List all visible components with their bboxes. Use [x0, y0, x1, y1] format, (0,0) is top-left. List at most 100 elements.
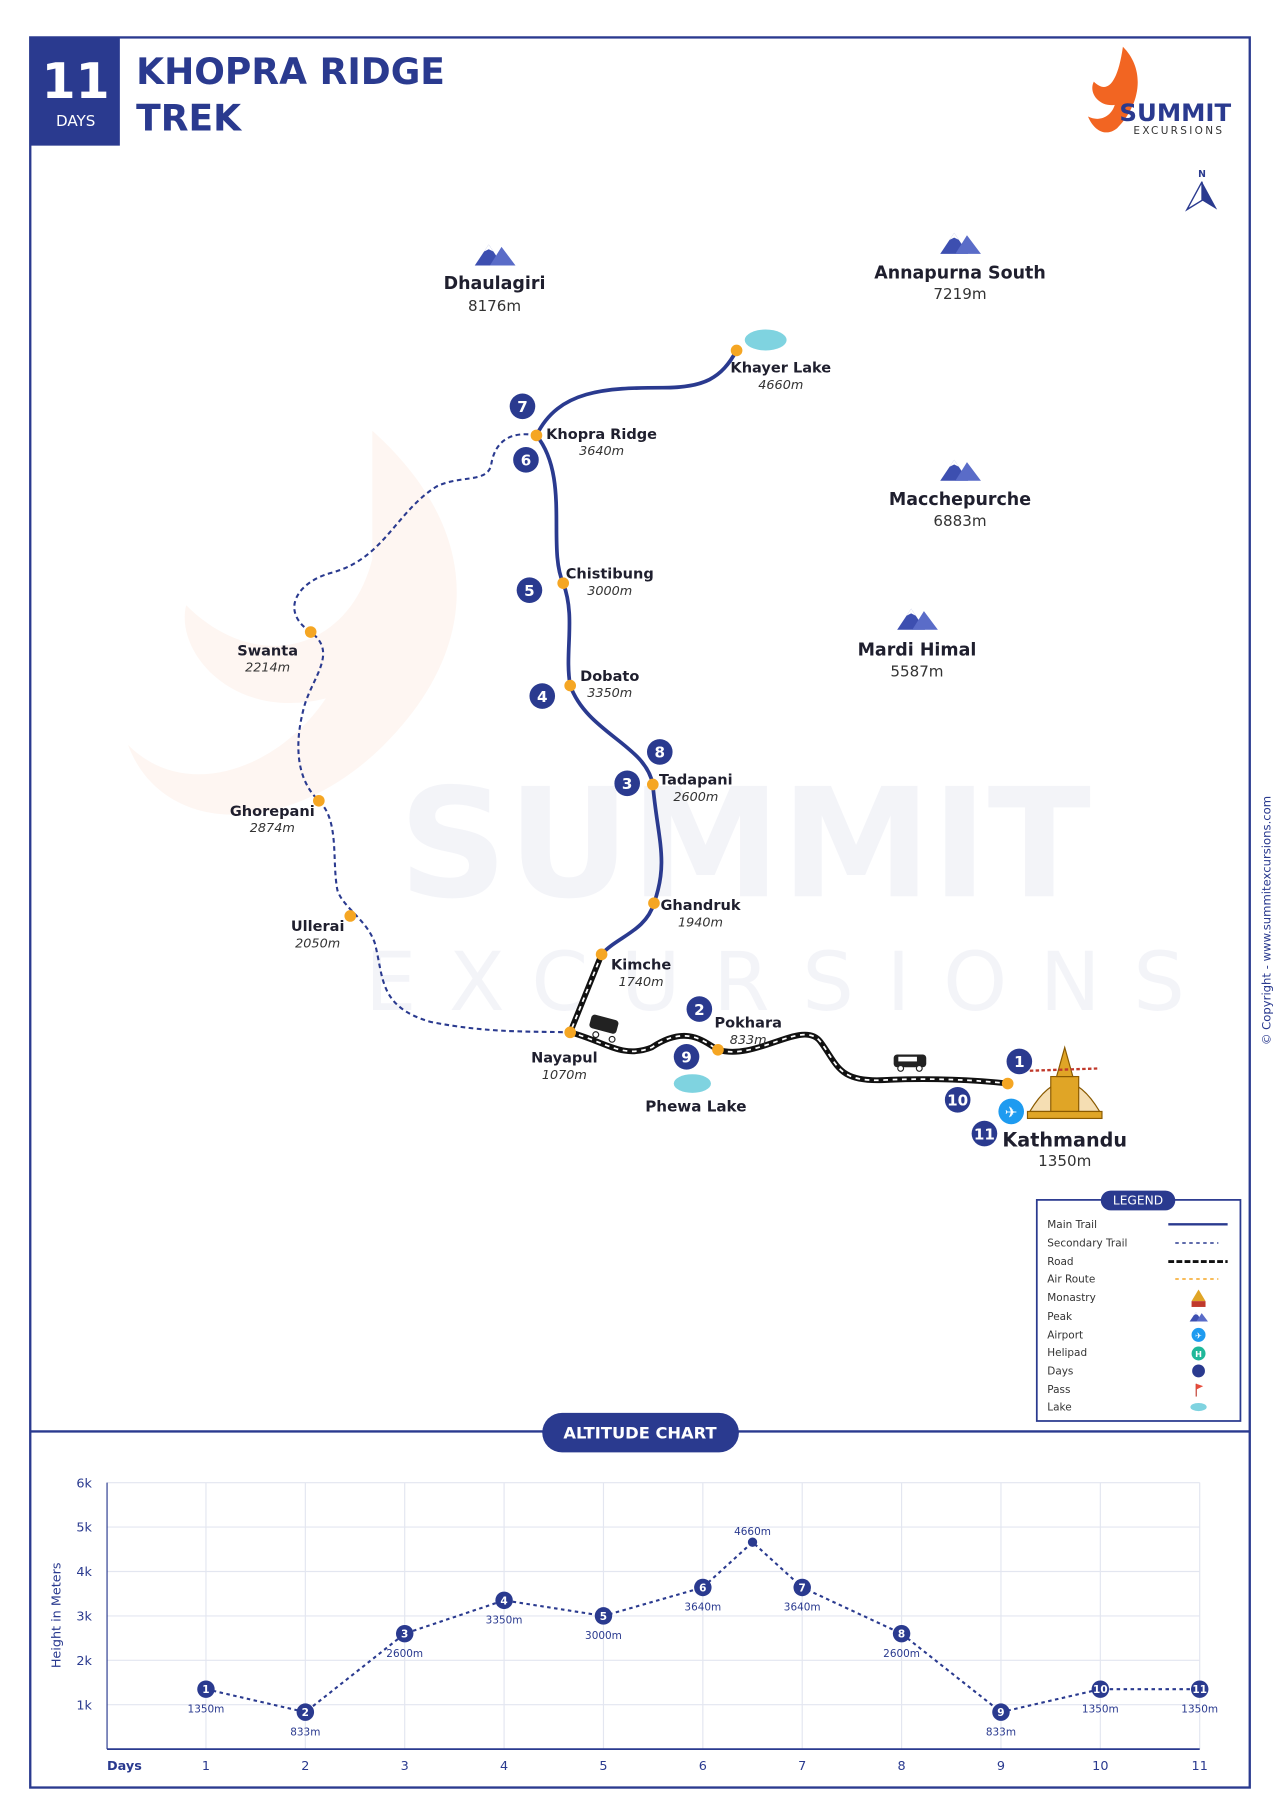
legend: LEGEND Main Trail Secondary Trail Road A…: [1035, 1190, 1242, 1422]
day-dot-icon: [1192, 1364, 1205, 1378]
stop-dot[interactable]: [595, 948, 608, 961]
place-elevation: 1740m: [619, 975, 664, 990]
x-axis-label: Days: [107, 1759, 142, 1774]
data-label: 833m: [290, 1726, 320, 1738]
legend-label: Air Route: [1047, 1274, 1095, 1286]
legend-label: Secondary Trail: [1047, 1237, 1127, 1249]
watermark-subtitle: EXCURSIONS: [365, 935, 1218, 1030]
svg-text:10: 10: [947, 1092, 968, 1110]
day-marker-2[interactable]: 2: [686, 996, 713, 1022]
y-tick-label: 6k: [76, 1476, 92, 1491]
logo-subtitle: EXCURSIONS: [1133, 125, 1224, 137]
stop-dot[interactable]: [712, 1043, 724, 1056]
secondary-trail: [293, 433, 571, 1034]
main-trail: [534, 349, 739, 956]
day-marker-3[interactable]: 3: [614, 770, 640, 797]
lake-icon: [744, 329, 787, 351]
road: [566, 953, 1009, 1087]
copyright-text: © Copyright - www.summitexcursions.com: [1260, 796, 1274, 1045]
legend-label: Main Trail: [1047, 1219, 1097, 1231]
day-marker-1[interactable]: 1: [1006, 1048, 1033, 1075]
stop-dot[interactable]: [313, 794, 325, 807]
data-point-marker: 10: [1093, 1684, 1108, 1696]
airport-icon: ✈: [1191, 1327, 1206, 1342]
stop-dot[interactable]: [530, 429, 543, 442]
van-icon: [893, 1054, 927, 1072]
peak-name: Annapurna South: [874, 263, 1046, 283]
svg-text:1: 1: [1014, 1053, 1025, 1071]
y-tick-label: 1k: [76, 1698, 92, 1713]
place-name: Dobato: [580, 669, 639, 685]
place-name: Khopra Ridge: [546, 427, 657, 443]
stop-dot[interactable]: [564, 1026, 576, 1039]
peak-annapurna-south: Annapurna South 7219m: [874, 232, 1046, 303]
y-tick-label: 2k: [76, 1654, 92, 1669]
place-elevation: 2214m: [245, 661, 290, 676]
place-name: Pokhara: [715, 1016, 782, 1032]
svg-text:✈: ✈: [1195, 1330, 1202, 1340]
svg-text:11: 11: [974, 1125, 995, 1143]
place-name: Kathmandu: [1002, 1128, 1127, 1151]
peak-macchepurche: Macchepurche 6883m: [889, 459, 1031, 530]
logo-name: SUMMIT: [1119, 98, 1231, 127]
day-marker-6[interactable]: 6: [513, 447, 539, 473]
stop-dot[interactable]: [304, 626, 317, 638]
stop-dot[interactable]: [564, 679, 576, 692]
van-icon: [589, 1014, 619, 1043]
svg-text:7: 7: [517, 398, 528, 416]
stop-dot[interactable]: [646, 778, 659, 791]
day-marker-5[interactable]: 5: [516, 577, 543, 603]
helipad-icon: H: [1191, 1346, 1206, 1361]
stop-dot[interactable]: [557, 577, 570, 589]
svg-text:8: 8: [655, 744, 666, 762]
day-marker-9[interactable]: 9: [673, 1043, 700, 1070]
place-name: Ghandruk: [661, 898, 741, 914]
stop-dot[interactable]: [730, 344, 743, 357]
watermark: SUMMIT EXCURSIONS: [365, 756, 1218, 1030]
days-label: DAYS: [56, 112, 95, 130]
place-elevation: 2874m: [250, 821, 295, 836]
place-elevation: 1350m: [1038, 1152, 1091, 1170]
data-point-marker: 7: [799, 1583, 806, 1595]
peak-name: Mardi Himal: [858, 640, 977, 660]
stop-dots: [304, 344, 1014, 1090]
stop-dot[interactable]: [344, 910, 357, 922]
data-point-marker: 11: [1192, 1684, 1207, 1696]
place-elevation: 2600m: [673, 790, 718, 805]
day-marker-4[interactable]: 4: [529, 683, 556, 709]
day-marker-7[interactable]: 7: [509, 393, 536, 420]
pass-flag-icon: [1195, 1383, 1204, 1397]
place-name: Ullerai: [291, 919, 345, 935]
y-tick-label: 4k: [76, 1565, 92, 1580]
place-name: Ghorepani: [230, 804, 315, 820]
watermark-phoenix: [128, 430, 457, 815]
stop-dot[interactable]: [648, 897, 660, 909]
legend-title: LEGEND: [1113, 1194, 1163, 1208]
data-label: 3350m: [486, 1615, 523, 1627]
altitude-line: [205, 1540, 1200, 1714]
stop-dot[interactable]: [1001, 1077, 1014, 1090]
data-point: [892, 1624, 911, 1643]
data-point-marker: 4: [500, 1595, 507, 1607]
place-elevation: 1070m: [542, 1068, 587, 1083]
data-point-marker: 8: [898, 1629, 905, 1641]
y-tick-label: 3k: [76, 1610, 92, 1625]
page-title-line1: KHOPRA RIDGE: [136, 51, 445, 93]
svg-text:4: 4: [537, 688, 548, 706]
data-point: [296, 1703, 315, 1721]
place-elevation: 3000m: [587, 584, 632, 599]
day-marker-10[interactable]: 10: [944, 1087, 971, 1113]
day-marker-8[interactable]: 8: [646, 739, 673, 765]
day-markers: 1 2 3 4 5 6 7 8 9 10 11: [509, 393, 1033, 1147]
svg-text:H: H: [1195, 1349, 1202, 1359]
day-marker-11[interactable]: 11: [971, 1120, 998, 1147]
legend-label: Helipad: [1047, 1347, 1087, 1359]
svg-text:2: 2: [694, 1001, 705, 1019]
